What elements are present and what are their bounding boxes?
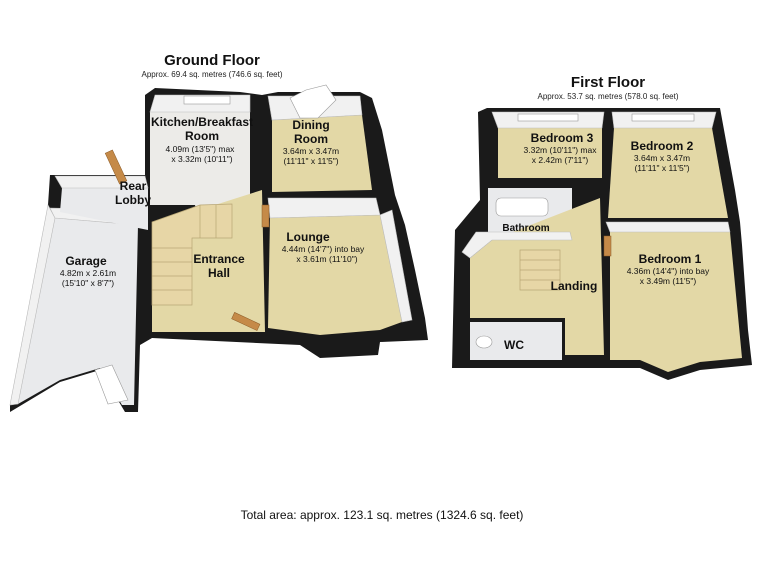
front-door — [231, 312, 261, 331]
garage-dimensions: 4.82m x 2.61m — [60, 268, 116, 278]
garage-label: Garage — [65, 254, 107, 268]
entrance-hall-stairs — [151, 203, 233, 306]
ground-floor-area: Approx. 69.4 sq. metres (746.6 sq. feet) — [142, 70, 283, 79]
bedroom1-floor — [610, 232, 742, 372]
bedroom2-label: Bedroom 2 — [631, 139, 694, 153]
kitchen-label: Kitchen/Breakfast — [151, 115, 253, 129]
bedroom1-dimensions-line2: x 3.49m (11'5") — [640, 276, 697, 286]
rear-lobby-floor — [60, 188, 148, 230]
ground-floor-plan — [9, 84, 428, 412]
first-floor-plan — [452, 108, 752, 380]
lounge-wall-face — [267, 197, 381, 219]
entrance-hall-label-line2: Hall — [208, 266, 230, 280]
lounge-door — [261, 204, 270, 228]
dining-french-doors — [289, 84, 337, 119]
landing-label: Landing — [551, 279, 598, 293]
bedroom1-wall-face — [605, 221, 731, 233]
rear-lobby-label: Rear — [120, 179, 147, 193]
bath-tub — [495, 197, 549, 217]
dining-dimensions-line2: (11'11" x 11'5") — [283, 156, 338, 166]
lounge-dimensions: 4.44m (14'7") into bay — [282, 244, 365, 254]
bedroom3-label: Bedroom 3 — [531, 131, 594, 145]
lounge-floor — [268, 215, 402, 335]
lounge-label: Lounge — [286, 230, 330, 244]
bedroom3-dimensions: 3.32m (10'11") max — [524, 145, 598, 155]
bedroom2-dimensions: 3.64m x 3.47m — [634, 153, 690, 163]
bedroom1-label: Bedroom 1 — [639, 252, 702, 266]
dining-floor — [272, 115, 372, 192]
bedroom1-door — [603, 235, 612, 257]
bedroom2-window — [631, 113, 695, 122]
kitchen-dimensions-line2: x 3.32m (10'11") — [171, 154, 232, 164]
landing-wall-face — [461, 231, 573, 259]
bedroom3-dimensions-line2: x 2.42m (7'11") — [532, 155, 589, 165]
bedroom1-dimensions: 4.36m (14'4") into bay — [627, 266, 710, 276]
bedroom2-floor — [608, 128, 728, 218]
bathroom-label: Bathroom — [502, 223, 549, 234]
dining-label-line2: Room — [294, 132, 328, 146]
rear-lobby-label-line2: Lobby — [115, 193, 151, 207]
total-area: Total area: approx. 123.1 sq. metres (13… — [241, 508, 524, 522]
ground-floor-title: Ground Floor — [164, 52, 260, 69]
kitchen-label-line2: Room — [185, 129, 219, 143]
bedroom2-dimensions-line2: (11'11" x 11'5") — [634, 163, 689, 173]
bedroom3-window — [517, 113, 579, 122]
dining-label: Dining — [292, 118, 329, 132]
wc-floor — [470, 322, 562, 360]
wc-label: WC — [504, 338, 524, 352]
dining-dimensions: 3.64m x 3.47m — [283, 146, 339, 156]
garage-door-panel — [94, 364, 129, 405]
wc-toilet — [475, 335, 493, 349]
kitchen-dimensions: 4.09m (13'5") max — [166, 144, 236, 154]
kitchen-window — [183, 95, 231, 105]
lounge-bay-wall-face — [379, 209, 413, 323]
rear-lobby-door — [104, 149, 128, 185]
first-floor-title: First Floor — [571, 74, 645, 91]
kitchen-floor — [150, 112, 250, 225]
garage-floor — [18, 218, 138, 405]
lounge-dimensions-line2: x 3.61m (11'10") — [296, 254, 357, 264]
garage-dimensions-line2: (15'10" x 8'7") — [62, 278, 114, 288]
entrance-hall-label: Entrance — [193, 252, 245, 266]
bedroom3-floor — [498, 128, 602, 178]
first-floor-area: Approx. 53.7 sq. metres (578.0 sq. feet) — [538, 92, 679, 101]
